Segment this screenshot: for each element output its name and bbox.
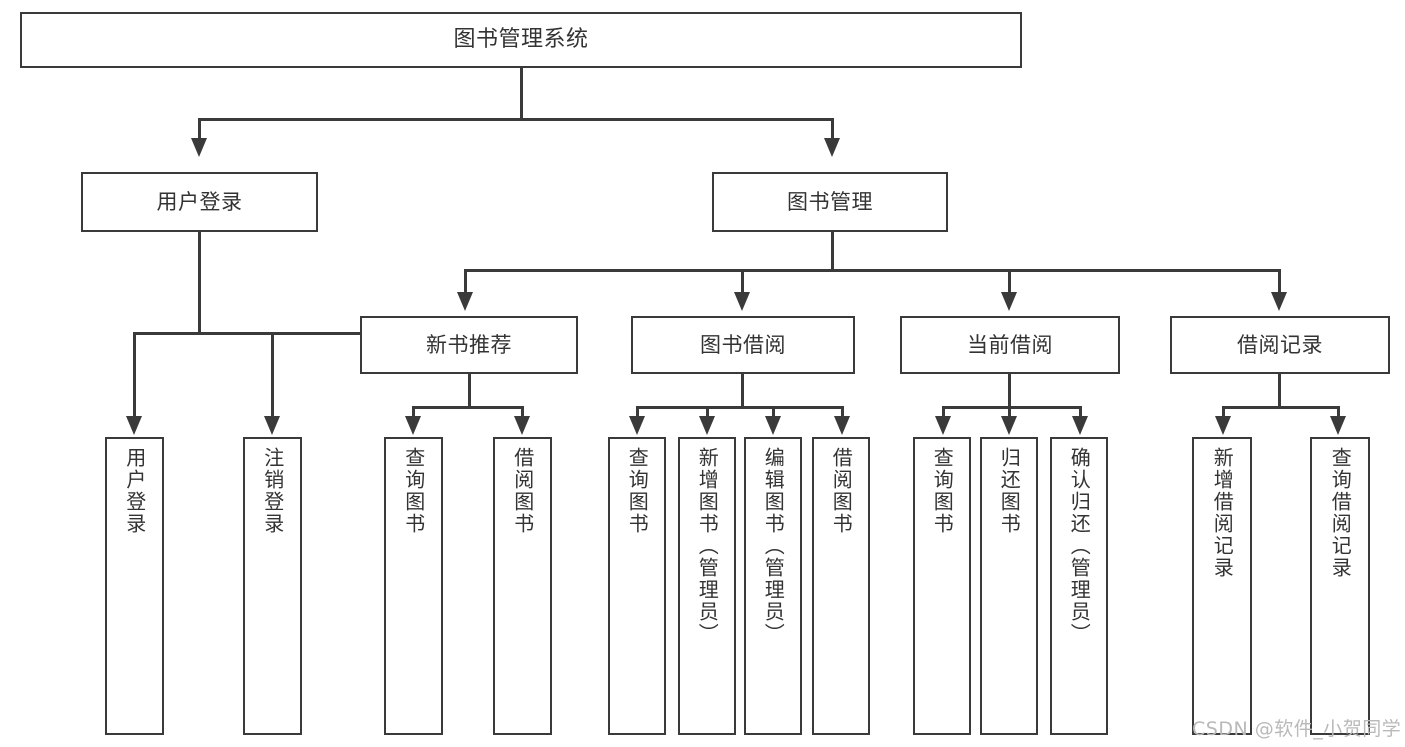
node-book-management[interactable]: 图书管理 — [712, 172, 948, 232]
arrowhead-leaf-confirm-return — [1072, 416, 1088, 435]
node-label: 借阅记录 — [1237, 332, 1323, 357]
arrowhead-leaf-logout-login — [264, 416, 280, 435]
arrowhead-leaf-query-book-2 — [629, 416, 645, 435]
connector-root-stem — [520, 68, 523, 120]
leaf-query-book-borrow[interactable]: 查询图书 — [608, 437, 666, 735]
connector-level3-drop-3 — [1008, 269, 1011, 294]
arrowhead-user-login — [191, 138, 207, 157]
node-label: 用户登录 — [156, 189, 243, 214]
connector-current-borrow-drop-2 — [1008, 406, 1011, 418]
leaf-label: 归还图书 — [997, 447, 1022, 535]
connector-current-borrow-drop-1 — [942, 406, 945, 418]
connector-user-login-drop-2 — [271, 332, 274, 418]
leaf-borrow-book[interactable]: 借阅图书 — [812, 437, 870, 735]
connector-borrow-record-stem — [1278, 374, 1281, 408]
leaf-label: 查询图书 — [930, 447, 955, 535]
node-label: 新书推荐 — [426, 332, 512, 357]
leaf-label: 借阅图书 — [510, 447, 535, 535]
node-root-book-management-system[interactable]: 图书管理系统 — [20, 12, 1022, 68]
connector-new-book-drop-2 — [521, 406, 524, 418]
connector-book-borrow-drop-3 — [772, 406, 775, 418]
leaf-add-borrow-record[interactable]: 新增借阅记录 — [1192, 437, 1252, 735]
leaf-query-book-current[interactable]: 查询图书 — [913, 437, 971, 735]
connector-level2-drop-1 — [198, 118, 201, 140]
arrowhead-leaf-add-record — [1215, 416, 1231, 435]
connector-level3-drop-4 — [1278, 269, 1281, 294]
arrowhead-leaf-add-book — [699, 416, 715, 435]
node-label: 图书借阅 — [700, 332, 786, 357]
leaf-label: 编辑图书（管理员） — [761, 447, 786, 645]
node-label: 图书管理系统 — [453, 27, 589, 53]
leaf-logout-login[interactable]: 注销登录 — [243, 437, 302, 735]
connector-borrow-record-drop-2 — [1337, 406, 1340, 418]
arrowhead-leaf-query-book-1 — [405, 416, 421, 435]
arrowhead-book-management — [824, 138, 840, 157]
arrowhead-leaf-user-login — [126, 416, 142, 435]
arrowhead-borrow-record — [1271, 292, 1287, 311]
leaf-edit-book-admin[interactable]: 编辑图书（管理员） — [744, 437, 802, 735]
arrowhead-book-borrow — [734, 292, 750, 311]
leaf-label: 查询图书 — [401, 447, 426, 535]
connector-book-management-stem — [831, 232, 834, 272]
connector-user-login-drop-1 — [133, 332, 136, 418]
arrowhead-leaf-borrow-book-1 — [514, 416, 530, 435]
node-label: 图书管理 — [787, 189, 873, 214]
arrowhead-leaf-query-record — [1330, 416, 1346, 435]
node-book-borrow[interactable]: 图书借阅 — [631, 316, 855, 374]
arrowhead-leaf-edit-book — [765, 416, 781, 435]
leaf-user-login[interactable]: 用户登录 — [105, 437, 164, 735]
connector-book-borrow-drop-2 — [706, 406, 709, 418]
connector-borrow-record-bus — [1222, 406, 1340, 409]
arrowhead-current-borrow — [1001, 292, 1017, 311]
leaf-query-borrow-record[interactable]: 查询借阅记录 — [1310, 437, 1370, 735]
connector-new-book-bus — [412, 406, 524, 409]
leaf-label: 注销登录 — [260, 447, 285, 535]
connector-level2-drop-2 — [831, 118, 834, 140]
leaf-add-book-admin[interactable]: 新增图书（管理员） — [678, 437, 736, 735]
connector-level3-bus — [464, 269, 1281, 272]
connector-current-borrow-stem — [1008, 374, 1011, 408]
connector-current-borrow-bus — [942, 406, 1082, 409]
connector-new-book-drop-1 — [412, 406, 415, 418]
arrowhead-leaf-query-book-3 — [935, 416, 951, 435]
leaf-label: 借阅图书 — [829, 447, 854, 535]
connector-current-borrow-drop-3 — [1079, 406, 1082, 418]
connector-borrow-record-drop-1 — [1222, 406, 1225, 418]
node-current-borrow[interactable]: 当前借阅 — [900, 316, 1120, 374]
leaf-query-book-recommend[interactable]: 查询图书 — [384, 437, 443, 735]
arrowhead-new-book-recommend — [457, 292, 473, 311]
leaf-label: 新增借阅记录 — [1210, 447, 1235, 579]
connector-book-borrow-stem — [741, 374, 744, 408]
arrowhead-leaf-return-book — [1001, 416, 1017, 435]
arrowhead-leaf-borrow-book-2 — [834, 416, 850, 435]
leaf-return-book[interactable]: 归还图书 — [980, 437, 1038, 735]
connector-level2-bus — [198, 118, 834, 121]
node-borrow-record[interactable]: 借阅记录 — [1170, 316, 1390, 374]
connector-user-login-bus — [133, 332, 401, 335]
connector-level3-drop-1 — [464, 269, 467, 294]
node-new-book-recommend[interactable]: 新书推荐 — [360, 316, 578, 374]
leaf-label: 查询借阅记录 — [1328, 447, 1353, 579]
leaf-borrow-book-recommend[interactable]: 借阅图书 — [493, 437, 552, 735]
node-label: 当前借阅 — [967, 332, 1053, 357]
connector-book-borrow-bus — [636, 406, 844, 409]
connector-book-borrow-drop-4 — [841, 406, 844, 418]
connector-level3-drop-2 — [741, 269, 744, 294]
connector-user-login-stem — [198, 232, 201, 334]
leaf-label: 查询图书 — [625, 447, 650, 535]
connector-new-book-stem — [468, 374, 471, 408]
leaf-label: 用户登录 — [122, 447, 147, 535]
node-user-login[interactable]: 用户登录 — [81, 172, 318, 232]
leaf-label: 新增图书（管理员） — [695, 447, 720, 645]
leaf-confirm-return-admin[interactable]: 确认归还（管理员） — [1050, 437, 1108, 735]
leaf-label: 确认归还（管理员） — [1067, 447, 1092, 645]
connector-book-borrow-drop-1 — [636, 406, 639, 418]
